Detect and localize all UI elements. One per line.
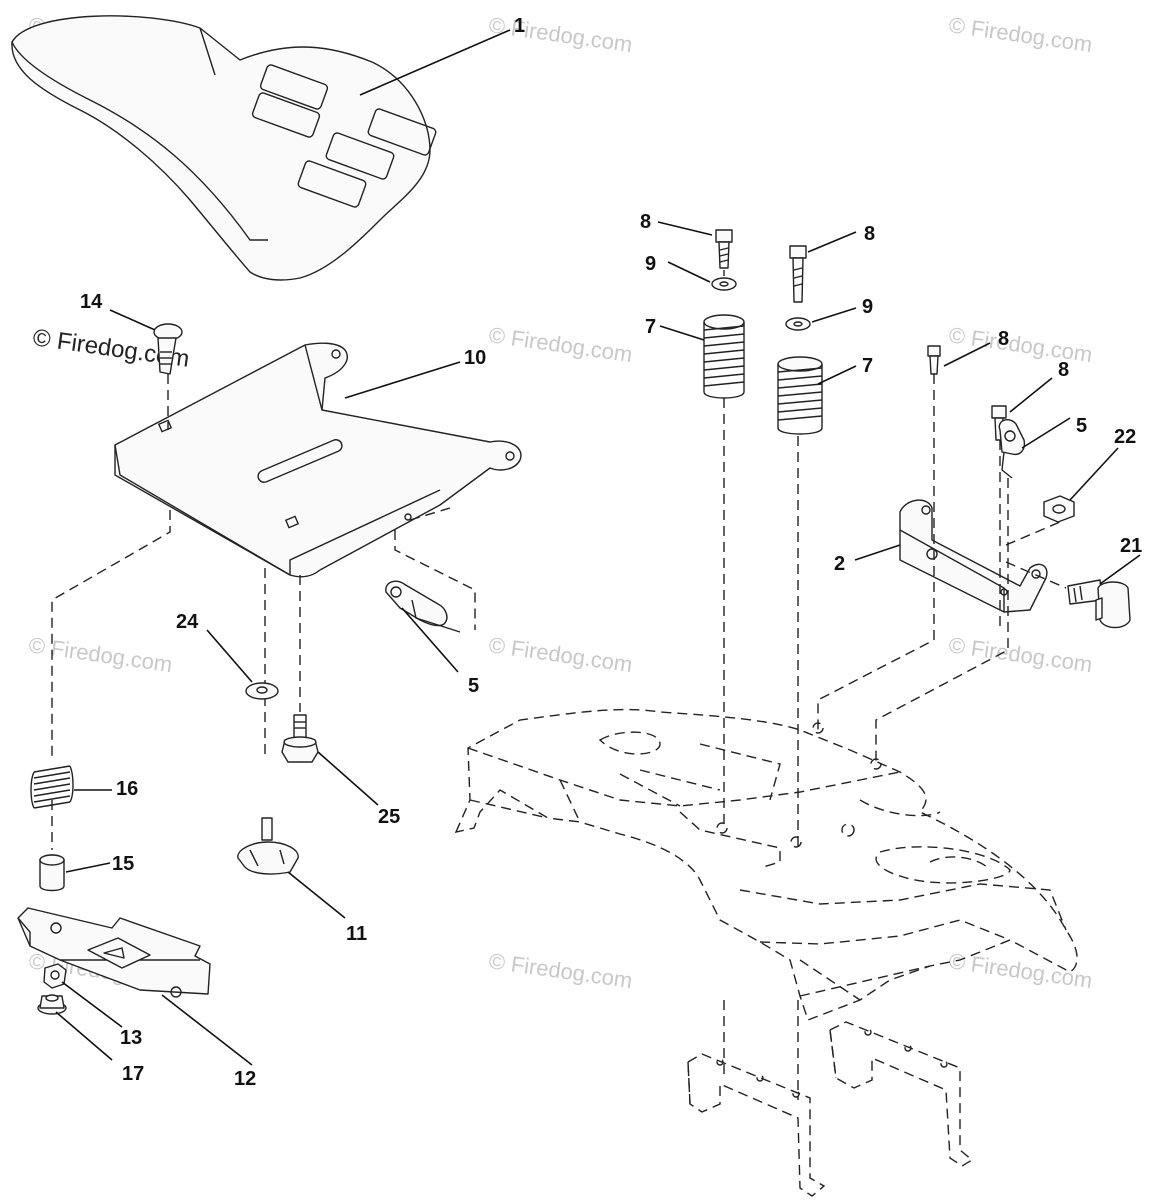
knob xyxy=(237,817,346,919)
hex-bolt-8c xyxy=(927,342,991,375)
hitch-pin-clip xyxy=(385,580,461,673)
watermark-text: © Firedog.com xyxy=(487,322,634,367)
shoulder-bolt-21 xyxy=(1067,554,1141,629)
callout-7: 7 xyxy=(645,316,656,338)
hex-bolt-8b xyxy=(789,231,857,303)
callout-2: 2 xyxy=(834,553,845,575)
callout-13: 13 xyxy=(120,1027,142,1049)
slide-plate xyxy=(17,907,253,1066)
washer xyxy=(206,629,279,700)
flat-washer-9a xyxy=(667,261,737,291)
coil-spring-7a xyxy=(659,314,745,399)
callout-22: 22 xyxy=(1114,426,1136,448)
watermark-text: © Firedog.com xyxy=(487,632,634,677)
hex-nut-13 xyxy=(43,963,123,1028)
hex-nut-17 xyxy=(37,994,113,1061)
watermark-text: © Firedog.com xyxy=(27,632,174,677)
callout-11: 11 xyxy=(346,923,367,945)
callout-21: 21 xyxy=(1120,535,1142,557)
callout-8: 8 xyxy=(864,223,875,245)
callout-24: 24 xyxy=(176,611,199,633)
compression-spring xyxy=(30,765,112,809)
watermark-text: © Firedog.com xyxy=(487,12,634,57)
seat xyxy=(11,15,511,281)
watermark-text: © Firedog.com xyxy=(487,948,634,993)
fender-assembly xyxy=(454,708,1078,1197)
callout-25: 25 xyxy=(378,806,400,828)
callout-5: 5 xyxy=(468,675,479,697)
assembly-lines-left xyxy=(51,374,476,850)
carriage-bolt xyxy=(109,309,183,375)
callout-1: 1 xyxy=(514,15,525,37)
callout-8: 8 xyxy=(998,328,1009,350)
callout-5: 5 xyxy=(1076,415,1087,437)
hex-bolt-8a xyxy=(657,221,733,269)
shoulder-bolt xyxy=(281,714,379,806)
callout-8: 8 xyxy=(1058,359,1069,381)
hex-nut-22 xyxy=(1043,447,1119,523)
callout-8: 8 xyxy=(640,211,651,233)
assembly-lines-right xyxy=(723,270,1067,1100)
callout-15: 15 xyxy=(112,853,134,875)
callout-10: 10 xyxy=(464,347,486,369)
callout-12: 12 xyxy=(234,1068,256,1090)
spacer xyxy=(39,854,111,892)
watermark-text: © Firedog.com xyxy=(947,322,1094,367)
flat-washer-9b xyxy=(785,307,857,331)
callout-9: 9 xyxy=(645,253,656,275)
callout-7: 7 xyxy=(862,355,873,377)
seat-pan xyxy=(114,342,522,578)
hitch-pin-clip-right xyxy=(998,417,1071,479)
mounting-bracket xyxy=(854,499,1048,613)
callout-16: 16 xyxy=(116,778,138,800)
callout-9: 9 xyxy=(862,296,873,318)
coil-spring-7b xyxy=(777,356,857,435)
callout-group: 1 14 10 24 5 16 25 15 11 13 17 12 8 8 9 … xyxy=(80,15,1142,1090)
watermark-text: © Firedog.com xyxy=(947,12,1094,57)
callout-14: 14 xyxy=(80,291,103,313)
callout-17: 17 xyxy=(122,1063,144,1085)
